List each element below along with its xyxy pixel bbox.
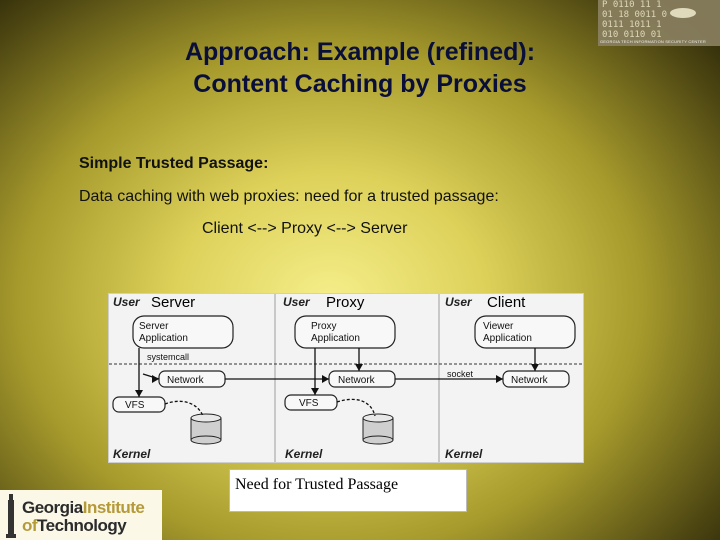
server-app-line2: Application	[139, 333, 188, 344]
user-label-server: User	[113, 295, 141, 309]
network-text-server: Network	[167, 375, 205, 386]
kernel-label-client: Kernel	[445, 447, 483, 461]
georgia-tech-logo: GeorgiaInstitute ofTechnology	[0, 490, 162, 540]
disk-icon-proxy	[362, 413, 394, 445]
figure-label-client: Client	[485, 294, 528, 311]
server-app-box	[132, 315, 234, 349]
disk-icon-server	[190, 413, 222, 445]
arrowhead-viewer-app-net	[531, 364, 539, 371]
arrowhead-proxy-net-left	[322, 375, 329, 383]
gt-logo-line1: GeorgiaInstitute	[22, 498, 145, 518]
network-text-proxy: Network	[338, 375, 376, 386]
caption-text: Need for Trusted Passage	[235, 476, 399, 493]
gt-word-institute: Institute	[82, 498, 145, 517]
vfs-text-server: VFS	[125, 400, 145, 411]
architecture-diagram: User User User Kernel Kernel Kernel Serv…	[109, 294, 583, 462]
proxy-app-box	[294, 315, 396, 349]
viewer-app-line1: Viewer	[483, 321, 514, 332]
arrowhead-server-vfs	[135, 390, 143, 397]
caption-box: Need for Trusted Passage	[229, 469, 467, 512]
user-label-proxy: User	[283, 295, 311, 309]
gt-word-georgia: Georgia	[22, 498, 83, 517]
kernel-label-server: Kernel	[113, 447, 151, 461]
proxy-app-line1: Proxy	[311, 321, 337, 332]
server-app-line1: Server	[139, 321, 169, 332]
socket-label: socket	[447, 369, 474, 379]
arrowhead-proxy-app-net	[355, 364, 363, 371]
gt-word-technology: Technology	[37, 516, 127, 535]
slide-title: Approach: Example (refined): Content Cac…	[110, 36, 610, 100]
body-line-3: Client <--> Proxy <--> Server	[202, 220, 408, 237]
user-label-client: User	[445, 295, 473, 309]
heading-text: Simple Trusted Passage:	[79, 155, 269, 172]
gt-logo-line2: ofTechnology	[22, 516, 127, 536]
viewer-app-box	[474, 315, 576, 349]
viewer-app-line2: Application	[483, 333, 532, 344]
kernel-label-proxy: Kernel	[285, 447, 323, 461]
logo-seal-shape	[670, 8, 696, 18]
logo-caption: GEORGIA TECH INFORMATION SECURITY CENTER	[600, 39, 707, 44]
tower-icon	[6, 494, 16, 538]
figure-label-proxy: Proxy	[324, 294, 367, 311]
figure-label-server: Server	[149, 294, 198, 311]
body-line-2: Data caching with web proxies: need for …	[79, 188, 499, 205]
gtisc-logo: P 0110 11 1 01 18 0011 0 0111 1011 1 010…	[598, 0, 720, 46]
arrowhead-proxy-vfs	[311, 388, 319, 395]
title-line-1: Approach: Example (refined):	[184, 38, 536, 66]
arrowhead-client-net	[496, 375, 503, 383]
vfs-box-proxy	[284, 394, 338, 411]
proxy-app-line2: Application	[311, 333, 360, 344]
network-text-client: Network	[511, 375, 549, 386]
title-line-2: Content Caching by Proxies	[193, 70, 527, 98]
architecture-figure: User User User Kernel Kernel Kernel Serv…	[108, 293, 584, 463]
arrow-proxy-vfs-to-disk	[336, 398, 376, 417]
arrow-server-vfs-to-disk	[164, 400, 204, 417]
systemcall-label: systemcall	[147, 352, 189, 362]
logo-digits: P 0110 11 1 01 18 0011 0 0111 1011 1 010…	[602, 0, 668, 40]
arrowhead-server-net	[152, 375, 159, 383]
gt-word-of: of	[22, 516, 38, 535]
vfs-text-proxy: VFS	[299, 398, 319, 409]
